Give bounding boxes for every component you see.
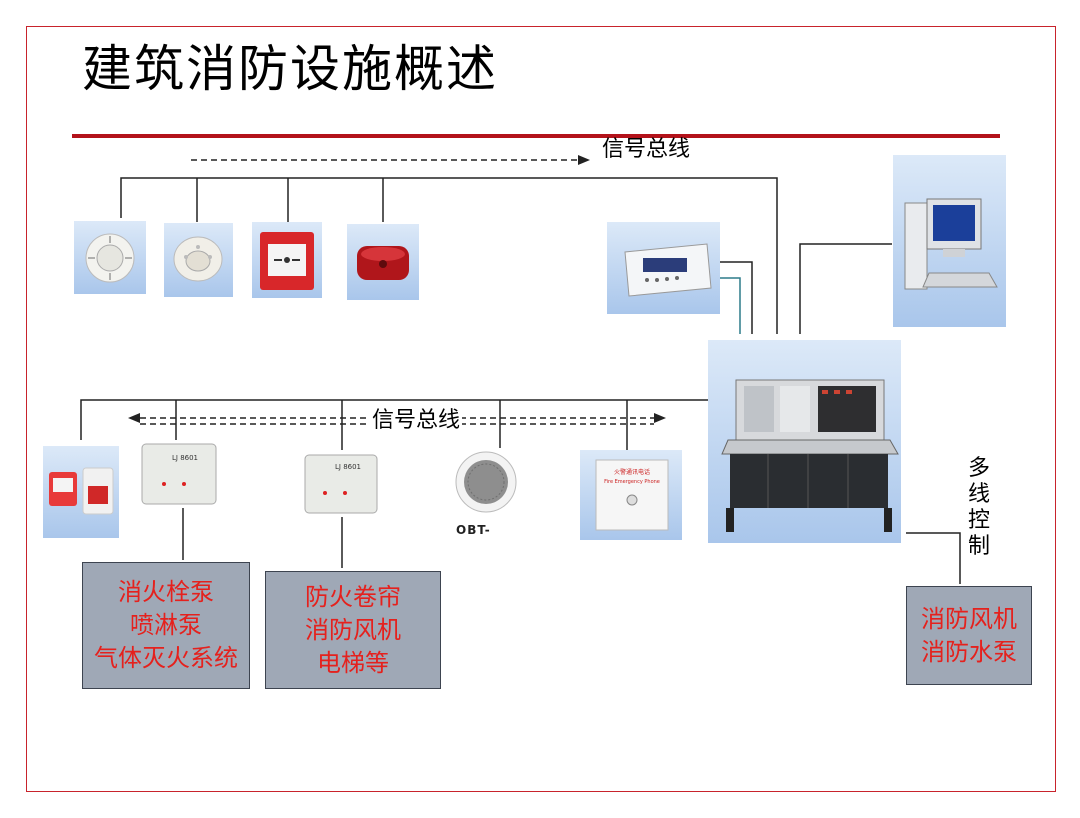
svg-text:LJ 8601: LJ 8601 <box>172 454 198 462</box>
input-module-icon-2: LJ 8601 <box>301 451 381 517</box>
alarm-bell-icon <box>347 224 419 300</box>
svg-text:LJ 8601: LJ 8601 <box>335 463 361 471</box>
top-bus-label: 信号总线 <box>602 137 691 162</box>
repeater-link-2 <box>720 277 741 334</box>
top-bus-arrowhead <box>578 155 590 165</box>
page-title: 建筑消防设施概述 <box>82 40 498 98</box>
svg-text:火警通讯电话: 火警通讯电话 <box>614 468 650 476</box>
output-box-fans: 消防风机消防水泵 <box>906 586 1032 685</box>
svg-text:Fire Emergency Phone: Fire Emergency Phone <box>604 479 660 485</box>
output-box-shutters: 防火卷帘消防风机电梯等 <box>265 571 441 689</box>
control-console-icon <box>708 340 901 543</box>
mid-bus-label: 信号总线 <box>370 408 463 433</box>
input-module-icon: LJ 8601 <box>132 440 225 508</box>
mid-bus-arrowhead-left <box>128 413 140 423</box>
computer-link <box>799 243 892 334</box>
title-underline <box>72 134 1000 138</box>
repeater-link <box>720 261 753 334</box>
sounder-strobe-icon <box>43 446 119 538</box>
fire-phone-jack-icon: 火警通讯电话 Fire Emergency Phone <box>580 450 682 540</box>
multiline-control-link <box>906 532 961 584</box>
output-box-pumps: 消火栓泵喷淋泵气体灭火系统 <box>82 562 250 689</box>
smoke-detector-icon <box>74 221 146 294</box>
heat-detector-icon <box>164 223 233 297</box>
mid-bus-arrowhead-right <box>654 413 666 423</box>
repeater-panel-icon <box>607 222 720 314</box>
slide-frame <box>26 26 1056 792</box>
mid-bus-line <box>80 399 708 440</box>
speaker-icon <box>443 448 529 518</box>
speaker-model-label: OBT- <box>456 523 491 537</box>
manual-call-point-icon <box>252 222 322 298</box>
top-bus-line <box>120 177 778 334</box>
computer-workstation-icon <box>893 155 1006 327</box>
multiline-control-label: 多 线 控 制 <box>967 456 990 559</box>
